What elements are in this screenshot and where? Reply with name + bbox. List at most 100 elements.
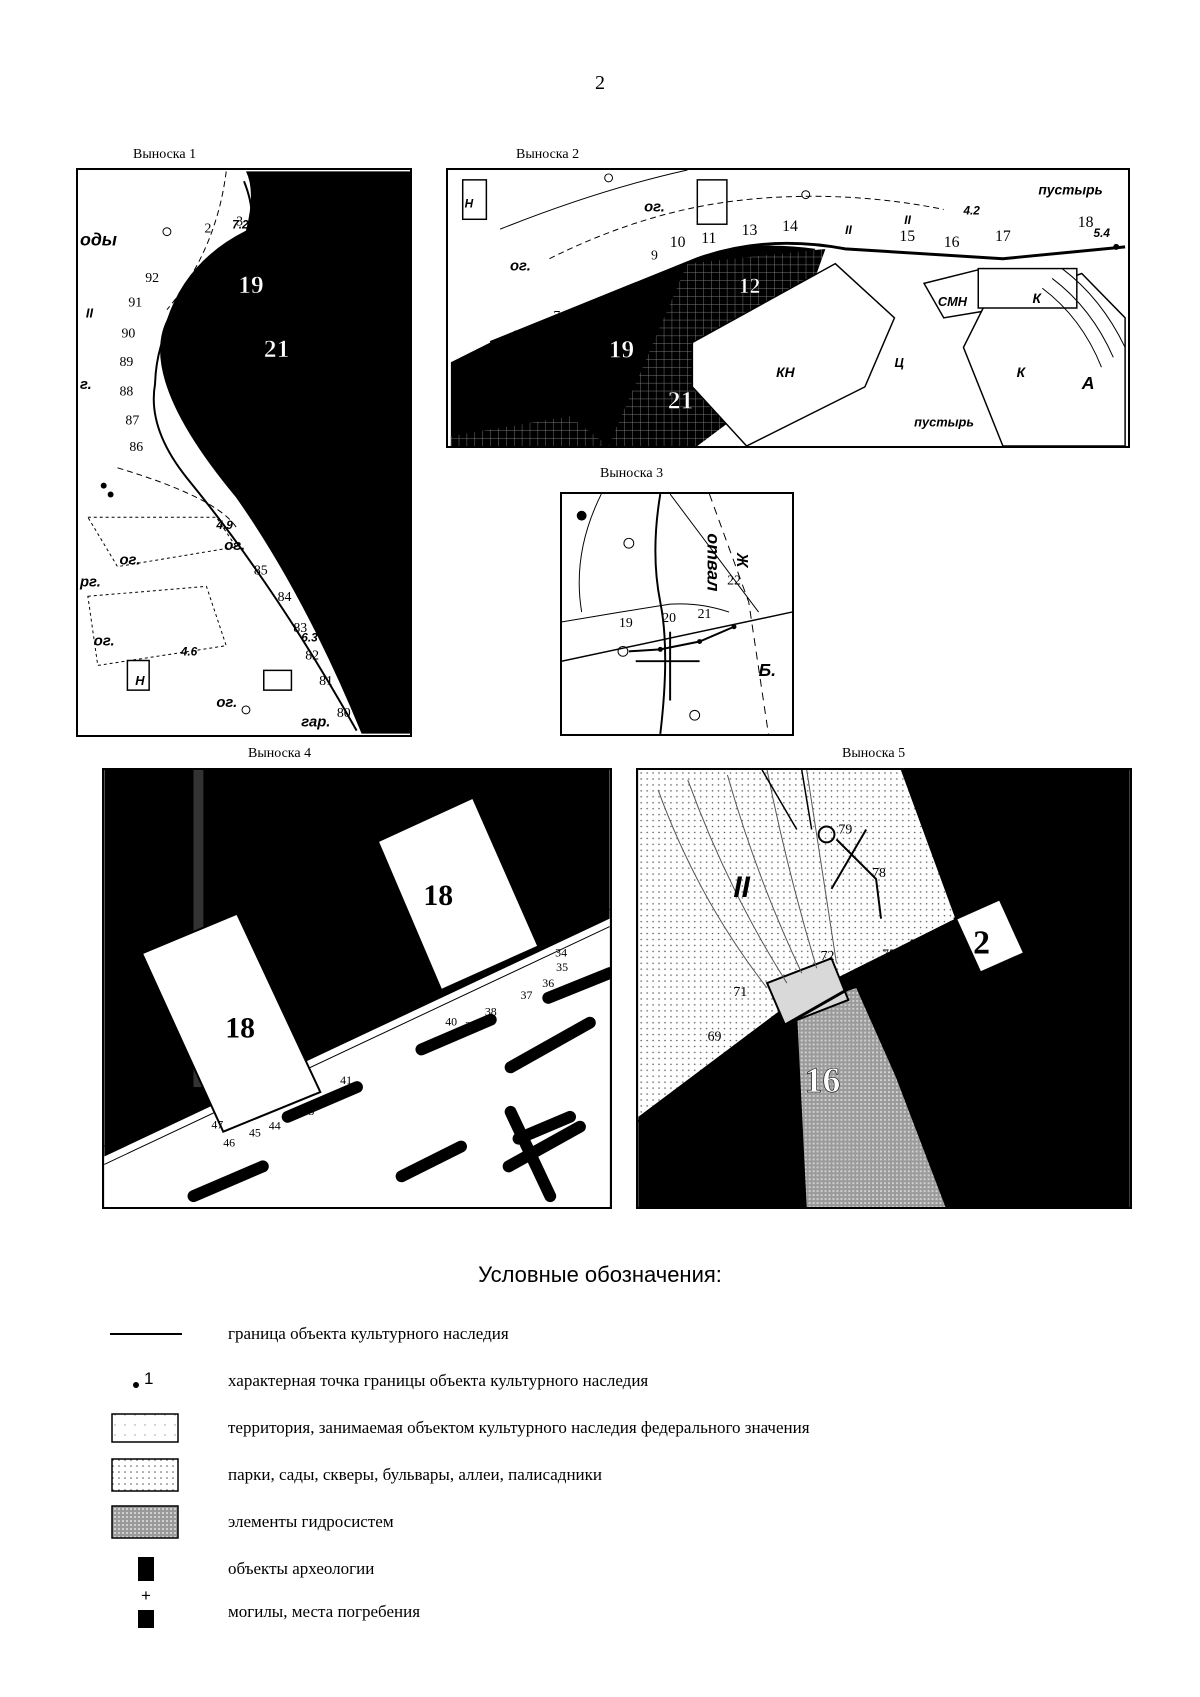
callout-2-map: 12 19 21 6 7 8 9 10 11 13 14 15 16 17 18… <box>446 168 1130 448</box>
legend-item: элементы гидросистем <box>110 1504 1110 1540</box>
boundary-point-label: 4 <box>262 191 269 206</box>
map-text: Ц <box>894 355 904 370</box>
legend-item: граница объекта культурного наследия <box>110 1316 1110 1352</box>
boundary-point-label: 34 <box>555 945 567 959</box>
area-21-label: 21 <box>668 386 694 415</box>
boundary-point-label: 77 <box>957 887 974 903</box>
boundary-point-label: 70 <box>773 1043 790 1059</box>
boundary-point-label: 13 <box>742 222 758 239</box>
boundary-point-label: 18 <box>1078 214 1094 231</box>
callout-4-drawing: 18 18 34 35 36 37 38 39 40 41 42 43 44 4… <box>104 770 610 1207</box>
boundary-point-label: 36 <box>542 976 554 990</box>
boundary-point-label: 85 <box>254 563 268 578</box>
legend-item: территория, занимаемая объектом культурн… <box>110 1410 1110 1446</box>
boundary-point-label: 47 <box>211 1118 223 1132</box>
callout-5-drawing: 2 16 69 70 71 72 73 74 75 76 77 78 79 II <box>638 770 1130 1207</box>
boundary-point-label: 37 <box>521 988 533 1002</box>
boundary-point-label: 79 <box>838 822 852 837</box>
parks-icon <box>111 1458 179 1492</box>
boundary-point-label: 38 <box>485 1005 497 1019</box>
boundary-point-label: 90 <box>121 325 135 340</box>
map-text: рг. <box>79 574 101 590</box>
callout-3-map: 19 20 21 22 отвал Ж Б. <box>560 492 794 736</box>
area-21-label: 21 <box>264 334 290 363</box>
building-18 <box>376 796 540 992</box>
boundary-point-label: 45 <box>249 1126 261 1140</box>
federal-territory-icon <box>111 1413 179 1443</box>
callout-3-drawing: 19 20 21 22 отвал Ж Б. <box>562 494 792 734</box>
map-text: II <box>904 213 911 227</box>
map-text: Н <box>465 196 474 210</box>
boundary-point-label: 39 <box>465 1019 477 1033</box>
building-kn <box>691 262 896 446</box>
map-text: Ж <box>733 552 750 569</box>
park-area <box>638 770 956 1117</box>
boundary-point-label: 76 <box>910 937 924 952</box>
boundary-point-label: 10 <box>670 234 686 251</box>
archaeology-icon <box>138 1557 154 1581</box>
callout-2-title: Выноска 2 <box>516 147 580 162</box>
legend-label: могилы, места погребения <box>228 1602 421 1621</box>
area-16-label: 16 <box>805 1060 841 1100</box>
map-text: К <box>1017 365 1027 380</box>
street <box>104 918 610 1207</box>
callout-3-title: Выноска 3 <box>600 466 664 481</box>
boundary-point-label: 82 <box>305 648 319 663</box>
boundary-point-label: 35 <box>556 960 568 974</box>
callout-4-title: Выноска 4 <box>248 746 312 761</box>
legend-label: объекты археологии <box>228 1559 375 1578</box>
boundary-point-label: 89 <box>120 354 134 369</box>
map-text: КН <box>776 365 795 380</box>
map-text: 4.2 <box>962 203 980 217</box>
boundary-point-label: 3 <box>236 214 243 229</box>
monument-2-label: 2 <box>973 924 990 961</box>
boundary-point-label: 40 <box>445 1015 457 1029</box>
boundary-point-label: 83 <box>293 620 307 635</box>
callout-1-title: Выноска 1 <box>133 147 197 162</box>
map-text: ог. <box>510 259 531 275</box>
map-text: отвал <box>703 533 723 591</box>
legend-title: Условные обозначения: <box>478 1262 722 1287</box>
legend-item: парки, сады, скверы, бульвары, аллеи, па… <box>110 1457 1110 1493</box>
boundary-point-label: 74 <box>868 1006 885 1022</box>
cultural-heritage-area <box>160 171 410 734</box>
boundary-line <box>489 241 1126 344</box>
map-text: оды <box>80 229 117 249</box>
legend-label: элементы гидросистем <box>228 1512 394 1531</box>
boundary-point-label: 17 <box>995 228 1011 245</box>
building-18-label: 18 <box>423 880 453 912</box>
boundary-point-label: 6 <box>512 328 519 343</box>
map-text: ог. <box>120 553 141 569</box>
boundary-line <box>152 180 358 732</box>
boundary-point-label: 75 <box>882 947 896 962</box>
map-text: ог. <box>216 695 237 711</box>
boundary-point-label: 42 <box>328 1088 340 1102</box>
map-text: ог. <box>644 199 665 215</box>
callout-5-title: Выноска 5 <box>842 746 906 761</box>
boundary-point-label: 22 <box>727 573 741 588</box>
map-text: ог. <box>94 634 115 650</box>
callout-2-drawing: 12 19 21 6 7 8 9 10 11 13 14 15 16 17 18… <box>450 170 1126 446</box>
boundary-point-label: 71 <box>733 985 747 1000</box>
boundary-point-label: 20 <box>662 610 676 625</box>
legend-label: характерная точка границы объекта культу… <box>228 1371 649 1390</box>
boundary-point-label: 15 <box>899 228 915 245</box>
page-number: 2 <box>595 72 605 94</box>
map-text: гар. <box>301 715 330 731</box>
map-text: Б. <box>759 660 776 680</box>
boundary-point-label: 44 <box>269 1119 281 1133</box>
boundary-point-label: 43 <box>302 1104 314 1118</box>
legend-label: территория, занимаемая объектом культурн… <box>228 1418 810 1437</box>
graves-symbol-text: + <box>141 1586 151 1605</box>
callout-5-map: 2 16 69 70 71 72 73 74 75 76 77 78 79 II <box>636 768 1132 1209</box>
hydro-icon <box>111 1505 179 1539</box>
map-text: 7.2 <box>232 218 249 232</box>
boundary-point-label: 91 <box>128 295 142 310</box>
graves-icon <box>138 1610 154 1628</box>
boundary-point-label: 72 <box>821 949 835 964</box>
area-19-label: 19 <box>609 334 635 363</box>
boundary-point-label: 14 <box>782 218 798 235</box>
legend-item: 1 характерная точка границы объекта куль… <box>110 1363 1110 1399</box>
boundary-point-label: 78 <box>872 866 886 881</box>
boundary-point-label: 86 <box>129 439 143 454</box>
